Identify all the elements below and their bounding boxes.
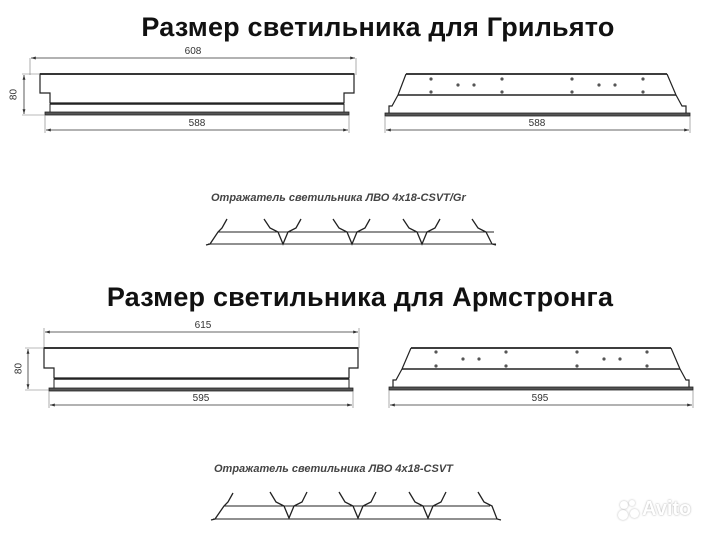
armstrong-front-width-label: 595 xyxy=(531,393,549,404)
grilyato-front-view xyxy=(384,73,691,133)
armstrong-top-width-label: 615 xyxy=(194,320,212,331)
section-title-armstrong: Размер светильника для Армстронга xyxy=(106,282,614,312)
armstrong-front-view xyxy=(388,347,694,408)
grilyato-side-view xyxy=(22,56,357,133)
grilyato-top-width-label: 608 xyxy=(184,46,202,57)
armstrong-reflector-profile xyxy=(210,491,502,521)
grilyato-reflector-caption: Отражатель светильника ЛВО 4х18-CSVT/Gr xyxy=(211,192,466,204)
armstrong-bottom-width-label: 595 xyxy=(192,393,210,404)
grilyato-height-label: 80 xyxy=(8,88,20,101)
armstrong-side-view xyxy=(25,328,360,408)
avito-watermark: Avito xyxy=(618,498,691,521)
armstrong-reflector-caption: Отражатель светильника ЛВО 4х18-CSVT xyxy=(214,463,453,475)
section-title-grilyato: Размер светильника для Грильято xyxy=(141,12,615,42)
armstrong-height-label: 80 xyxy=(13,362,25,375)
avito-logo-icon xyxy=(618,499,640,521)
grilyato-bottom-width-label: 588 xyxy=(188,118,206,129)
grilyato-reflector-profile xyxy=(205,218,497,246)
grilyato-front-width-label: 588 xyxy=(528,118,546,129)
avito-watermark-text: Avito xyxy=(642,498,692,520)
